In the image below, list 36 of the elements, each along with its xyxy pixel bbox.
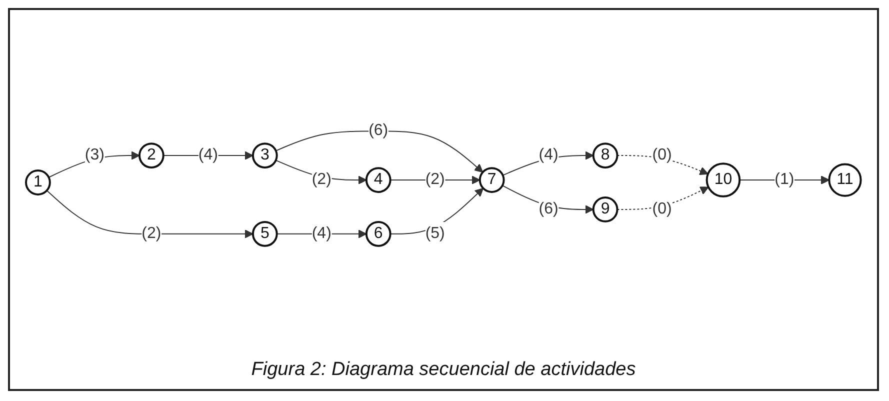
- arrow: [739, 176, 830, 184]
- arrow: [616, 155, 708, 176]
- arrow: [275, 160, 367, 184]
- caption: Figura 2: Diagrama secuencial de actividades: [250, 358, 637, 382]
- edge-label: (4): [538, 146, 558, 164]
- node-circle: 3: [252, 142, 278, 168]
- node-circle: 8: [592, 142, 618, 168]
- node-circle: 11: [828, 163, 862, 197]
- arrow: [390, 176, 480, 184]
- arrow: [390, 188, 484, 234]
- node-circle: 4: [366, 167, 392, 193]
- arrow: [275, 130, 484, 173]
- edge-label: (4): [312, 224, 332, 242]
- edge-label: (2): [425, 171, 445, 188]
- node-circle: 6: [366, 220, 392, 247]
- edge-label: (0): [652, 200, 672, 218]
- edge-label: (0): [652, 146, 672, 164]
- edge-label: (1): [774, 171, 794, 188]
- arrow: [276, 230, 367, 238]
- edge-label: (2): [142, 224, 162, 242]
- node-circle: 5: [252, 220, 278, 247]
- node-circle: 7: [478, 167, 505, 193]
- edge-label: (6): [538, 200, 558, 218]
- edge-label: (4): [198, 146, 218, 164]
- arrow: [616, 186, 709, 210]
- edge-label: (3): [85, 146, 105, 164]
- node-circle: 2: [138, 142, 164, 168]
- node-circle: 10: [706, 162, 741, 198]
- node-circle: 9: [592, 196, 618, 222]
- edge-label: (6): [368, 122, 388, 140]
- node-circle: 1: [25, 170, 52, 196]
- arrow: [502, 185, 594, 214]
- arrow: [46, 190, 254, 238]
- edge-label: (2): [312, 171, 332, 188]
- arrow: [502, 151, 594, 176]
- edge-label: (5): [425, 224, 445, 242]
